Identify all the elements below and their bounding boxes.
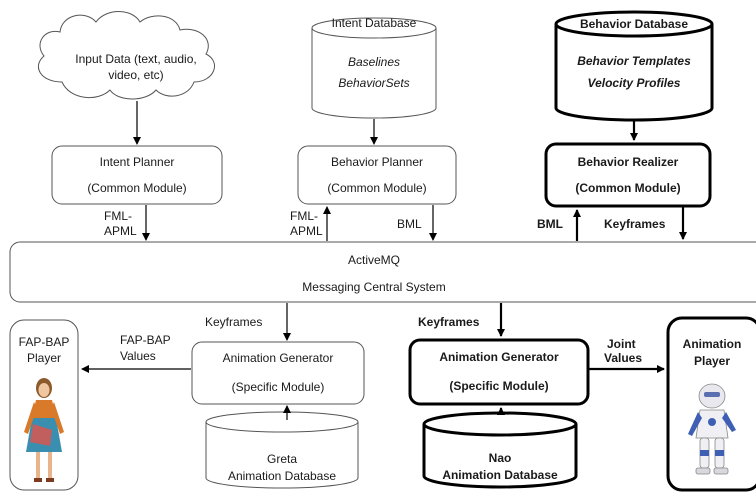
behavior-database-item-velocity: Velocity Profiles — [588, 76, 681, 90]
fap-bap-player-box: FAP-BAP Player — [9, 319, 79, 491]
nao-robot-image — [688, 383, 736, 475]
animation-player-line-2: Player — [694, 354, 730, 368]
animation-generator-greta-box: Animation Generator (Specific Module) — [191, 341, 365, 405]
fap-player-line-2: Player — [27, 351, 61, 365]
behavior-realizer-title: Behavior Realizer — [578, 155, 679, 169]
label-keyframes-realizer: Keyframes — [604, 217, 666, 231]
input-data-line-2: video, etc) — [108, 68, 163, 82]
label-joint-values-line-2: Values — [604, 351, 642, 365]
intent-planner-module: (Common Module) — [87, 181, 186, 195]
input-data-line-1: Input Data (text, audio, — [75, 52, 196, 66]
behavior-database: Behavior Database Behavior Templates Vel… — [554, 10, 714, 122]
intent-database-title: Intent Database — [332, 16, 417, 30]
behavior-realizer-box: Behavior Realizer (Common Module) — [544, 142, 712, 208]
label-bml-1: BML — [397, 217, 422, 231]
connector-arrows — [81, 101, 687, 420]
female-avatar-image — [24, 378, 64, 482]
intent-planner-box: Intent Planner (Common Module) — [51, 145, 223, 205]
label-fml-apml-2-line-2: APML — [290, 224, 323, 238]
label-fap-bap-values-line-2: Values — [120, 349, 156, 363]
behavior-realizer-module: (Common Module) — [575, 181, 680, 195]
input-data-cloud: Input Data (text, audio, video, etc) — [38, 11, 216, 100]
label-fap-bap-values-line-1: FAP-BAP — [120, 333, 171, 347]
fap-player-line-1: FAP-BAP — [19, 335, 70, 349]
animation-generator-greta-module: (Specific Module) — [232, 380, 325, 394]
label-fml-apml-1-line-2: APML — [104, 224, 137, 238]
label-bml-2: BML — [537, 217, 563, 231]
behavior-planner-title: Behavior Planner — [331, 155, 423, 169]
intent-database-item-behaviorsets: BehaviorSets — [338, 76, 409, 90]
nao-db-line-2: Animation Database — [442, 468, 558, 482]
label-fml-apml-2-line-1: FML- — [290, 209, 318, 223]
activemq-bus: ActiveMQ Messaging Central System — [9, 241, 756, 303]
nao-db-line-1: Nao — [489, 451, 512, 465]
animation-generator-greta-title: Animation Generator — [223, 351, 334, 365]
animation-generator-nao-title: Animation Generator — [439, 350, 559, 364]
behavior-database-item-templates: Behavior Templates — [577, 54, 691, 68]
animation-generator-nao-module: (Specific Module) — [449, 379, 548, 393]
activemq-title: ActiveMQ — [348, 253, 400, 267]
nao-animation-database: Nao Animation Database — [422, 411, 578, 489]
behavior-database-title: Behavior Database — [580, 17, 688, 31]
animation-generator-nao-box: Animation Generator (Specific Module) — [408, 338, 590, 406]
label-fml-apml-1-line-1: FML- — [104, 209, 132, 223]
intent-database-item-baselines: Baselines — [348, 55, 400, 69]
label-keyframes-greta: Keyframes — [205, 315, 262, 329]
greta-animation-database: Greta Animation Database — [205, 411, 359, 489]
activemq-subtitle: Messaging Central System — [302, 280, 445, 294]
greta-db-line-1: Greta — [267, 452, 297, 466]
greta-db-line-2: Animation Database — [228, 469, 336, 483]
label-keyframes-nao: Keyframes — [418, 315, 480, 329]
label-joint-values-line-1: Joint — [607, 337, 636, 351]
behavior-planner-box: Behavior Planner (Common Module) — [297, 145, 457, 205]
intent-database: Intent Database Baselines BehaviorSets — [311, 16, 437, 119]
animation-player-box: Animation Player — [666, 316, 756, 492]
behavior-planner-module: (Common Module) — [327, 181, 426, 195]
edge-labels: FML- APML FML- APML BML BML Keyframes Ke… — [104, 209, 666, 365]
animation-player-line-1: Animation — [683, 337, 742, 351]
intent-planner-title: Intent Planner — [100, 155, 175, 169]
